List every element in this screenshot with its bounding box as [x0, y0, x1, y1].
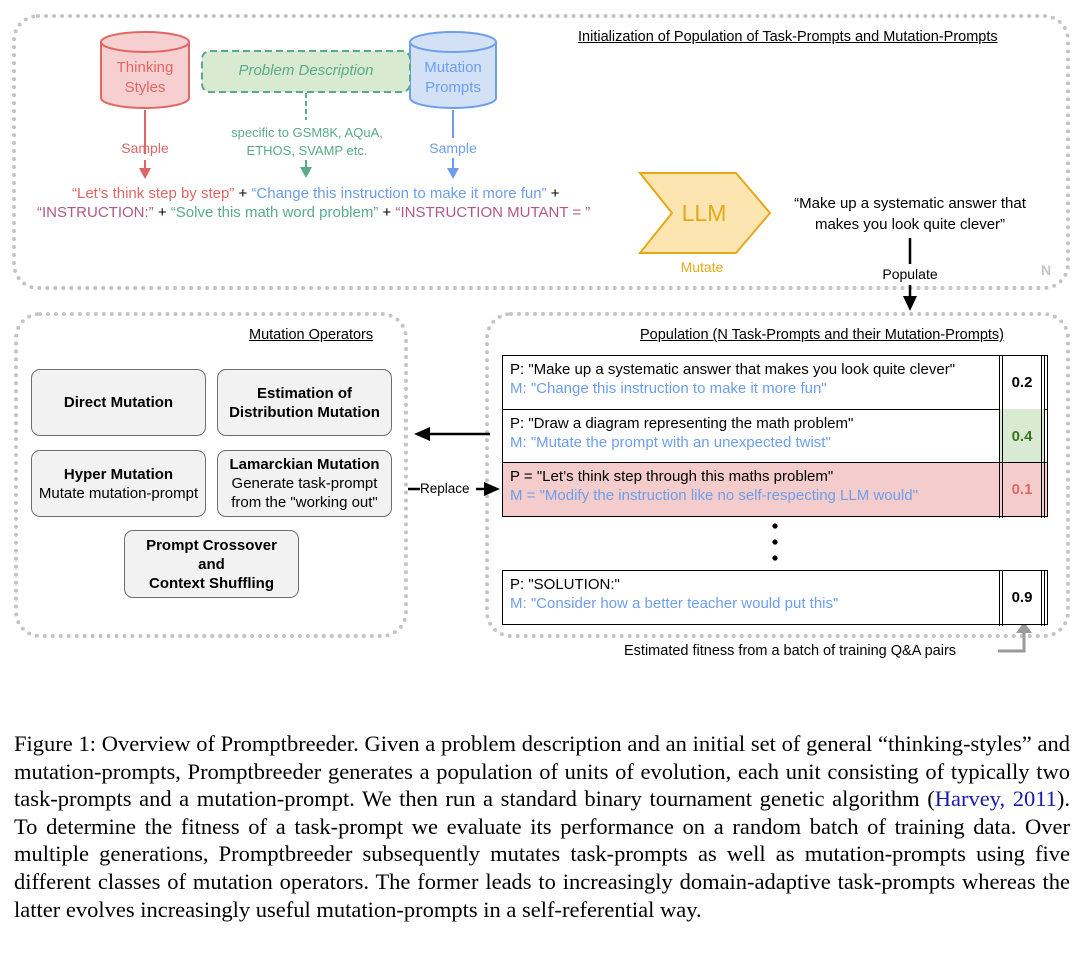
citation-link[interactable]: Harvey, 2011 — [934, 786, 1057, 812]
initialization-title: Initialization of Population of Task-Pro… — [578, 29, 998, 45]
mutation-operators-panel — [14, 312, 408, 638]
llm-chevron-icon — [637, 172, 772, 254]
ellipsis-dot — [772, 539, 778, 545]
thinking-style-snippet: “Let’s think step by step” — [72, 185, 235, 202]
fitness-score: 0.2 — [999, 354, 1045, 411]
direct-mutation-box: Direct Mutation — [31, 369, 206, 436]
sample-right-label: Sample — [429, 140, 477, 156]
specific-note: specific to GSM8K, AQuA, ETHOS, SVAMP et… — [231, 125, 383, 158]
lamarckian-mutation-box: Lamarckian Mutation Generate task-prompt… — [217, 450, 392, 517]
eda-mutation-box: Estimation of Distribution Mutation — [217, 369, 392, 436]
fitness-score: 0.1 — [999, 461, 1045, 518]
population-arrows — [408, 427, 1032, 653]
output-quote: “Make up a systematic answer that makes … — [794, 195, 1026, 233]
ellipsis-dot — [772, 555, 778, 561]
problem-description-label: Problem Description — [238, 62, 374, 79]
instruction-mutant-snippet: “INSTRUCTION MUTANT = ” — [395, 204, 591, 221]
population-panel — [485, 312, 1070, 638]
problem-description-box — [201, 50, 411, 93]
fitness-score: 0.4 — [999, 408, 1045, 464]
problem-snippet: “Solve this math word problem” — [170, 204, 379, 221]
thinking-styles-label: Thinking Styles — [116, 59, 174, 96]
mutation-prompts-cylinder-icon — [409, 31, 497, 109]
population-row: P: "Make up a systematic answer that mak… — [502, 354, 1048, 411]
population-row: P = "Let’s think step through this maths… — [502, 461, 1048, 518]
fitness-score: 0.9 — [999, 569, 1045, 626]
population-row: P: "Draw a diagram representing the math… — [502, 408, 1048, 464]
thinking-styles-cylinder-icon — [100, 31, 190, 109]
sample-left-label: Sample — [121, 140, 169, 156]
mutation-prompts-label: Mutation Prompts — [424, 59, 482, 96]
hyper-mutation-box: Hyper Mutation Mutate mutation-prompt — [31, 450, 206, 517]
llm-label: LLM — [681, 200, 727, 226]
figure-caption: Figure 1: Overview of Promptbreeder. Giv… — [14, 731, 1070, 922]
crossover-box: Prompt Crossover and Context Shuffling — [124, 530, 299, 598]
mutation-prompt-snippet: “Change this instruction to make it more… — [251, 185, 547, 202]
instruction-snippet: “INSTRUCTION:” — [37, 204, 154, 221]
population-title: Population (N Task-Prompts and their Mut… — [640, 327, 1004, 343]
ellipsis-dot — [772, 523, 778, 529]
replace-label: Replace — [420, 481, 470, 496]
prompt-line-1: “Let’s think step by step” + “Change thi… — [72, 185, 560, 202]
prompt-line-2: “INSTRUCTION:” + “Solve this math word p… — [37, 204, 591, 221]
populate-label: Populate — [882, 266, 938, 282]
initialization-panel — [12, 14, 1070, 290]
mutate-label: Mutate — [680, 259, 724, 275]
population-row: P: "SOLUTION:" M: "Consider how a better… — [502, 569, 1048, 626]
init-graphics — [100, 31, 917, 311]
fitness-note: Estimated fitness from a batch of traini… — [624, 643, 957, 659]
mutation-operators-title: Mutation Operators — [249, 327, 374, 343]
n-label: N — [1041, 262, 1052, 278]
